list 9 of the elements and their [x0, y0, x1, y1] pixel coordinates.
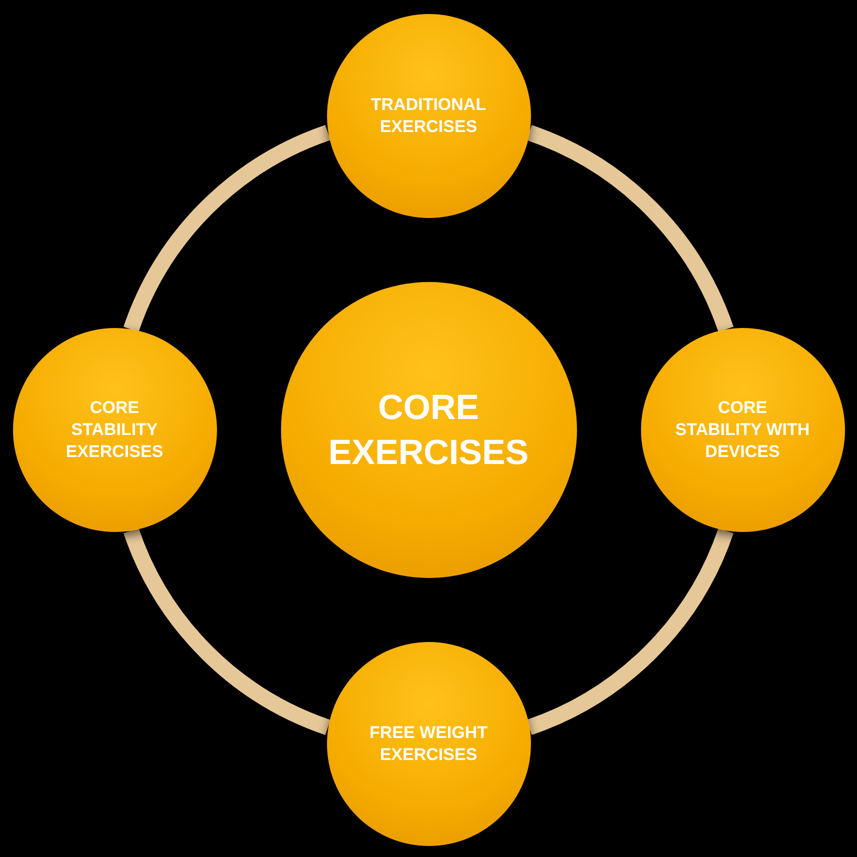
ring-arc-connector [124, 528, 331, 735]
ring-arc-connector [526, 125, 734, 332]
node-label: CORE STABILITY EXERCISES [64, 396, 164, 464]
node-label: TRADITIONAL EXERCISES [370, 94, 488, 138]
ring-arc-connector [124, 125, 331, 332]
node-label: FREE WEIGHT EXERCISES [368, 722, 489, 766]
node-label: CORE EXERCISES [327, 386, 530, 474]
ring-arc-connector [526, 528, 734, 735]
node-label: CORE STABILITY WITH DEVICES [674, 396, 811, 464]
